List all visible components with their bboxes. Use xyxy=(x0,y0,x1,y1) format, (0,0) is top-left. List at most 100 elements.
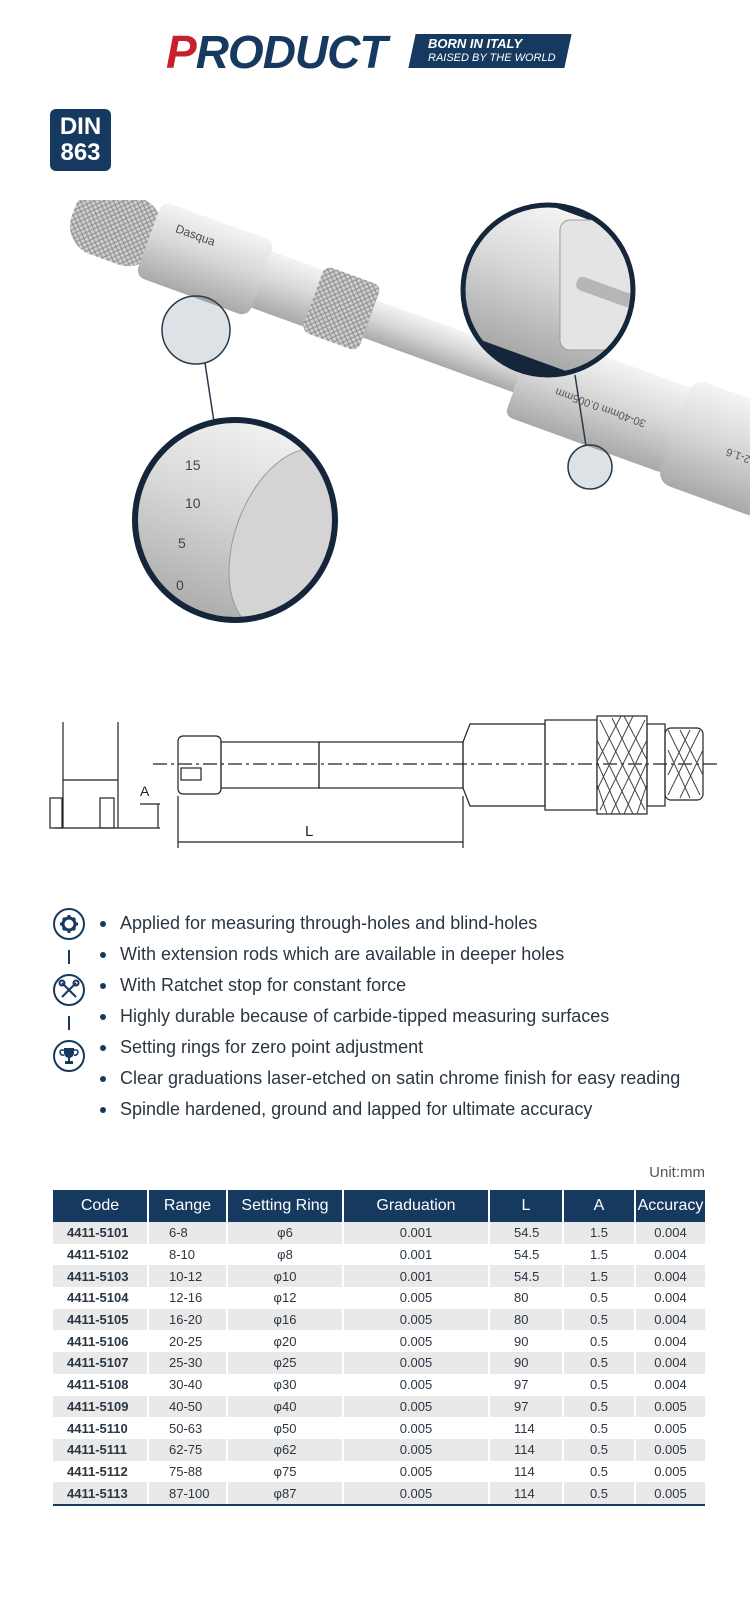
unit-label: Unit:mm xyxy=(649,1164,705,1181)
column-header-code: Code xyxy=(53,1190,149,1222)
cell-a: 0.5 xyxy=(563,1330,636,1353)
bore-gauge: Dasqua 30-40mm 0.005mm 1.2-1.6 xyxy=(70,200,750,516)
cell-graduation: 0.005 xyxy=(343,1308,490,1331)
tools-icon xyxy=(53,974,85,1006)
cell-graduation: 0.005 xyxy=(343,1373,490,1396)
cell-code: 4411-5108 xyxy=(53,1373,149,1396)
cell-l: 90 xyxy=(489,1352,564,1374)
column-header-a: A xyxy=(563,1190,636,1222)
cell-range: 25-30 xyxy=(148,1352,228,1374)
cell-code: 4411-5105 xyxy=(53,1308,149,1331)
cell-l: 97 xyxy=(489,1373,564,1396)
cell-graduation: 0.005 xyxy=(343,1330,490,1353)
cell-graduation: 0.005 xyxy=(343,1395,490,1418)
cell-code: 4411-5107 xyxy=(53,1352,149,1374)
cell-accuracy: 0.005 xyxy=(635,1417,705,1439)
cell-range: 10-12 xyxy=(148,1265,228,1288)
cell-range: 87-100 xyxy=(148,1482,228,1506)
icon-separator xyxy=(68,950,70,964)
spec-table: Code Range Setting Ring Graduation L A A… xyxy=(53,1190,705,1506)
cell-l: 114 xyxy=(489,1438,564,1461)
cell-accuracy: 0.004 xyxy=(635,1352,705,1374)
cell-range: 8-10 xyxy=(148,1243,228,1266)
column-header-l: L xyxy=(489,1190,564,1222)
slogan-line-2: RAISED BY THE WORLD xyxy=(428,52,556,64)
cell-l: 114 xyxy=(489,1417,564,1439)
cell-setting-ring: φ8 xyxy=(227,1243,344,1266)
feature-item: Highly durable because of carbide-tipped… xyxy=(100,1001,680,1032)
cell-l: 80 xyxy=(489,1308,564,1331)
cell-range: 16-20 xyxy=(148,1308,228,1331)
cell-a: 0.5 xyxy=(563,1417,636,1439)
cell-a: 0.5 xyxy=(563,1287,636,1309)
scale-number-5: 5 xyxy=(178,535,186,551)
cell-setting-ring: φ87 xyxy=(227,1482,344,1506)
cell-setting-ring: φ20 xyxy=(227,1330,344,1353)
cell-setting-ring: φ6 xyxy=(227,1222,344,1244)
feature-item: Spindle hardened, ground and lapped for … xyxy=(100,1094,680,1125)
cell-a: 0.5 xyxy=(563,1352,636,1374)
feature-item: Setting rings for zero point adjustment xyxy=(100,1032,680,1063)
cell-code: 4411-5106 xyxy=(53,1330,149,1353)
cell-range: 62-75 xyxy=(148,1438,228,1461)
column-header-range: Range xyxy=(148,1190,228,1222)
cell-graduation: 0.001 xyxy=(343,1265,490,1288)
product-photo: Dasqua 30-40mm 0.005mm 1.2-1.6 15 10 5 0 xyxy=(70,200,750,623)
cell-accuracy: 0.005 xyxy=(635,1438,705,1461)
cell-setting-ring: φ62 xyxy=(227,1438,344,1461)
cell-a: 1.5 xyxy=(563,1243,636,1266)
dimension-label-a: A xyxy=(140,783,150,799)
cell-l: 90 xyxy=(489,1330,564,1353)
cell-a: 0.5 xyxy=(563,1482,636,1506)
cell-a: 0.5 xyxy=(563,1460,636,1483)
cell-a: 1.5 xyxy=(563,1265,636,1288)
cell-graduation: 0.005 xyxy=(343,1352,490,1374)
cell-graduation: 0.005 xyxy=(343,1417,490,1439)
cell-code: 4411-5111 xyxy=(53,1438,149,1461)
column-header-accuracy: Accuracy xyxy=(635,1190,705,1222)
cell-range: 6-8 xyxy=(148,1222,228,1244)
feature-list: Applied for measuring through-holes and … xyxy=(100,908,680,1125)
cell-l: 80 xyxy=(489,1287,564,1309)
cell-graduation: 0.005 xyxy=(343,1438,490,1461)
features-section: Applied for measuring through-holes and … xyxy=(0,900,750,1130)
cell-graduation: 0.001 xyxy=(343,1222,490,1244)
cell-range: 40-50 xyxy=(148,1395,228,1418)
cell-a: 0.5 xyxy=(563,1395,636,1418)
dimension-label-l: L xyxy=(305,823,313,840)
cell-accuracy: 0.004 xyxy=(635,1222,705,1244)
cell-code: 4411-5101 xyxy=(53,1222,149,1244)
cell-setting-ring: φ30 xyxy=(227,1373,344,1396)
gear-icon xyxy=(53,908,85,940)
icon-separator xyxy=(68,1016,70,1030)
din-badge: DIN 863 xyxy=(50,109,111,171)
cell-setting-ring: φ16 xyxy=(227,1308,344,1331)
cell-range: 12-16 xyxy=(148,1287,228,1309)
cell-accuracy: 0.004 xyxy=(635,1243,705,1266)
feature-item: Clear graduations laser-etched on satin … xyxy=(100,1063,680,1094)
cell-l: 114 xyxy=(489,1460,564,1483)
cell-accuracy: 0.004 xyxy=(635,1265,705,1288)
cell-setting-ring: φ25 xyxy=(227,1352,344,1374)
scale-number-0: 0 xyxy=(176,577,184,593)
cell-code: 4411-5102 xyxy=(53,1243,149,1266)
cell-accuracy: 0.004 xyxy=(635,1308,705,1331)
cell-range: 75-88 xyxy=(148,1460,228,1483)
cell-a: 0.5 xyxy=(563,1373,636,1396)
din-badge-line-1: DIN xyxy=(59,113,102,140)
product-title-first-letter: P xyxy=(166,26,197,78)
cell-a: 1.5 xyxy=(563,1222,636,1244)
slogan-line-1: BORN IN ITALY xyxy=(428,36,523,51)
cell-accuracy: 0.005 xyxy=(635,1395,705,1418)
cell-l: 54.5 xyxy=(489,1265,564,1288)
cell-l: 97 xyxy=(489,1395,564,1418)
